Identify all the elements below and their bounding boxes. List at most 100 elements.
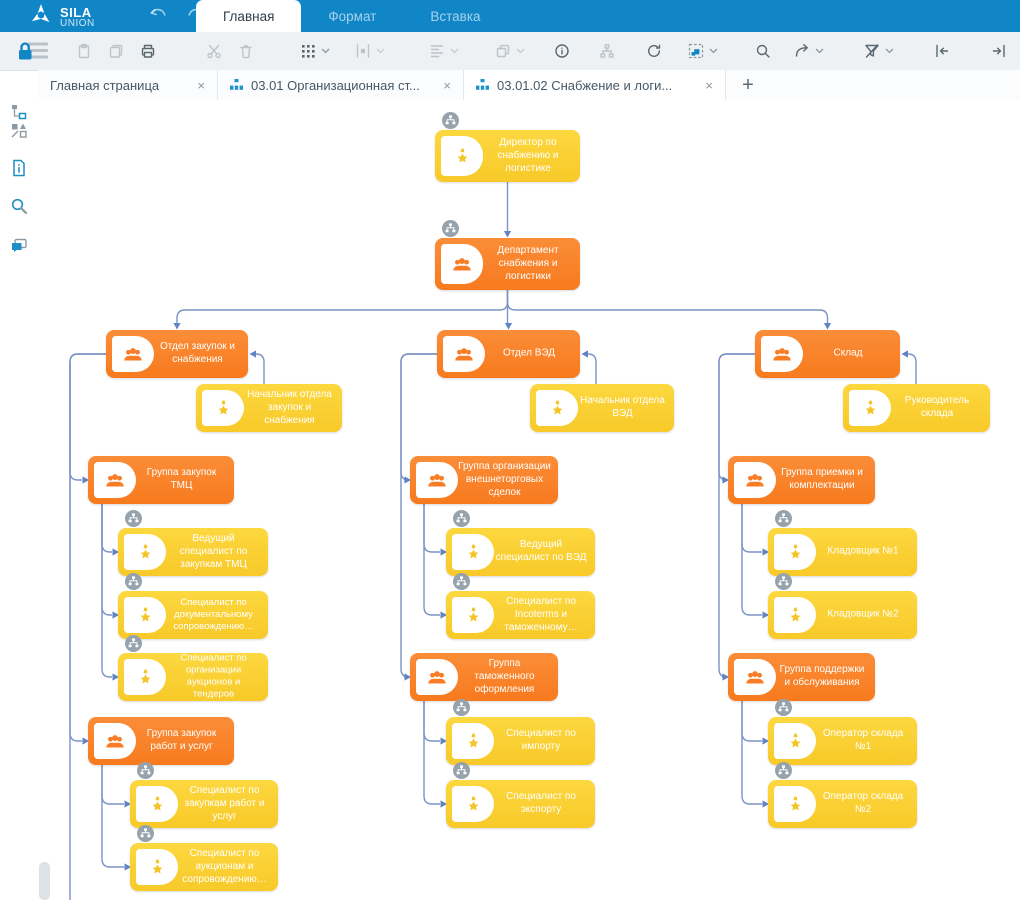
close-icon[interactable]: ×: [197, 77, 205, 93]
ribbon-tab-формат[interactable]: Формат: [301, 0, 403, 32]
org-link-badge-icon[interactable]: [775, 573, 792, 590]
org-node-sklad[interactable]: Склад: [755, 330, 900, 378]
org-node-chief1[interactable]: Начальник отдела закупок и снабжения: [196, 384, 342, 432]
org-link-badge-icon[interactable]: [775, 510, 792, 527]
filter-off-icon[interactable]: [864, 32, 894, 70]
org-node-ved_tmc[interactable]: Ведущий специалист по закупкам ТМЦ: [118, 510, 268, 576]
org-link-badge-icon[interactable]: [453, 510, 470, 527]
org-node-ved[interactable]: Отдел ВЭД: [437, 330, 580, 378]
refresh-icon[interactable]: [646, 32, 662, 70]
org-link-badge-icon[interactable]: [125, 573, 142, 590]
ribbon-tab-вставка[interactable]: Вставка: [403, 0, 507, 32]
org-node-label: Руководитель склада: [904, 395, 970, 419]
org-link-badge-icon[interactable]: [137, 762, 154, 779]
org-node-spec_auk[interactable]: Специалист по организации аукционов и те…: [118, 635, 268, 701]
document-info-icon[interactable]: [9, 158, 29, 178]
comments-icon[interactable]: [9, 236, 29, 256]
group-people-icon: [416, 462, 458, 498]
org-link-badge-icon[interactable]: [125, 635, 142, 652]
org-node-grp_rab[interactable]: Группа закупок работ и услуг: [88, 717, 234, 765]
hierarchy-icon: [599, 32, 615, 70]
search-icon[interactable]: [9, 196, 29, 216]
org-node-grp_tam[interactable]: Группа таможенного оформления: [410, 653, 558, 701]
org-link-badge-icon[interactable]: [442, 220, 459, 237]
left-sidebar: [0, 100, 39, 900]
org-node-label: Специалист по закупкам работ и услуг: [184, 784, 265, 822]
document-tab-3[interactable]: 03.01.02 Снабжение и логи... ×: [464, 70, 726, 100]
org-node-dept[interactable]: Департамент снабжения и логистики: [435, 220, 580, 290]
group-people-icon: [443, 336, 485, 372]
position-star-icon: [441, 136, 483, 176]
org-node-spec_inco[interactable]: Специалист по Incoterms и таможенному…: [446, 573, 595, 639]
search-icon[interactable]: [755, 32, 771, 70]
org-link-badge-icon[interactable]: [125, 510, 142, 527]
org-link-badge-icon[interactable]: [442, 112, 459, 129]
sila-union-logo: SILA UNION: [28, 2, 95, 33]
org-node-director[interactable]: Директор по снабжению и логистике: [435, 112, 580, 182]
org-node-spec_dok[interactable]: Специалист по документальному сопровожде…: [118, 573, 268, 639]
chevron-down-icon: [709, 48, 718, 54]
jump-icon[interactable]: [794, 32, 824, 70]
position-star-icon: [536, 390, 578, 426]
document-tab-2[interactable]: 03.01 Организационная ст...×: [218, 70, 464, 100]
org-node-spec_imp[interactable]: Специалист по импорту: [446, 699, 595, 765]
org-node-grp_tmc[interactable]: Группа закупок ТМЦ: [88, 456, 234, 504]
org-node-label: Склад: [833, 347, 863, 359]
org-node-ozis[interactable]: Отдел закупок и снабжения: [106, 330, 248, 378]
group-people-icon: [734, 659, 776, 695]
grid-icon[interactable]: [300, 32, 330, 70]
org-node-spec_auk2[interactable]: Специалист по аукционам и сопровождению…: [130, 825, 278, 891]
org-link-badge-icon[interactable]: [453, 699, 470, 716]
org-node-oper1[interactable]: Оператор склада №1: [768, 699, 917, 765]
org-node-label: Кладовщик №2: [827, 608, 899, 620]
print-icon[interactable]: [140, 32, 156, 70]
org-node-label: Специалист по документальному сопровожде…: [173, 596, 254, 633]
cut-icon: [206, 32, 222, 70]
close-icon[interactable]: ×: [443, 77, 451, 93]
org-link-badge-icon[interactable]: [137, 825, 154, 842]
org-node-grp_vts[interactable]: Группа организации внешнеторговых сделок: [410, 456, 558, 504]
select-icon[interactable]: [688, 32, 718, 70]
org-node-ved_ved[interactable]: Ведущий специалист по ВЭД: [446, 510, 595, 576]
org-node-label: Отдел ВЭД: [502, 347, 555, 359]
org-node-label: Группа таможенного оформления: [474, 657, 535, 695]
org-node-klad1[interactable]: Кладовщик №1: [768, 510, 917, 576]
document-tab-1[interactable]: Главная страница×: [38, 70, 218, 100]
org-node-chief2[interactable]: Начальник отдела ВЭД: [530, 384, 674, 432]
paste-icon: [76, 32, 92, 70]
org-node-label: Группа организации внешнеторговых сделок: [458, 460, 551, 498]
collapse-left-icon[interactable]: [934, 32, 950, 70]
org-node-grp_priem[interactable]: Группа приемки и комплектации: [728, 456, 875, 504]
position-star-icon: [774, 786, 816, 822]
org-node-grp_pod[interactable]: Группа поддержки и обслуживания: [728, 653, 875, 701]
org-link-badge-icon[interactable]: [775, 762, 792, 779]
brand-line1: SILA: [60, 5, 92, 20]
close-icon[interactable]: ×: [705, 77, 713, 93]
org-link-badge-icon[interactable]: [453, 762, 470, 779]
group-people-icon: [112, 336, 154, 372]
info-icon[interactable]: [554, 32, 570, 70]
org-link-badge-icon[interactable]: [775, 699, 792, 716]
position-star-icon: [202, 390, 244, 426]
new-tab-button[interactable]: +: [726, 70, 770, 100]
canvas-scrollbar[interactable]: [39, 862, 50, 900]
model-tree-icon[interactable]: [9, 102, 29, 122]
document-tab-bar: Главная страница×03.01 Организационная с…: [38, 70, 1020, 101]
position-star-icon: [774, 597, 816, 633]
shapes-icon[interactable]: [9, 120, 29, 140]
undo-icon[interactable]: [148, 6, 168, 24]
org-link-badge-icon[interactable]: [453, 573, 470, 590]
org-node-label: Группа закупок работ и услуг: [146, 728, 217, 752]
org-node-spec_zrab[interactable]: Специалист по закупкам работ и услуг: [130, 762, 278, 828]
org-node-spec_exp[interactable]: Специалист по экспорту: [446, 762, 595, 828]
org-node-label: Начальник отдела закупок и снабжения: [247, 388, 332, 426]
align-icon: [429, 32, 459, 70]
collapse-right-icon[interactable]: [991, 32, 1007, 70]
org-node-oper2[interactable]: Оператор склада №2: [768, 762, 917, 828]
org-node-klad2[interactable]: Кладовщик №2: [768, 573, 917, 639]
lock-menu-icon[interactable]: [18, 32, 50, 70]
document-tab-label: 03.01.02 Снабжение и логи...: [497, 77, 673, 93]
ribbon-tab-главная[interactable]: Главная: [196, 0, 302, 32]
org-node-chief3[interactable]: Руководитель склада: [843, 384, 990, 432]
